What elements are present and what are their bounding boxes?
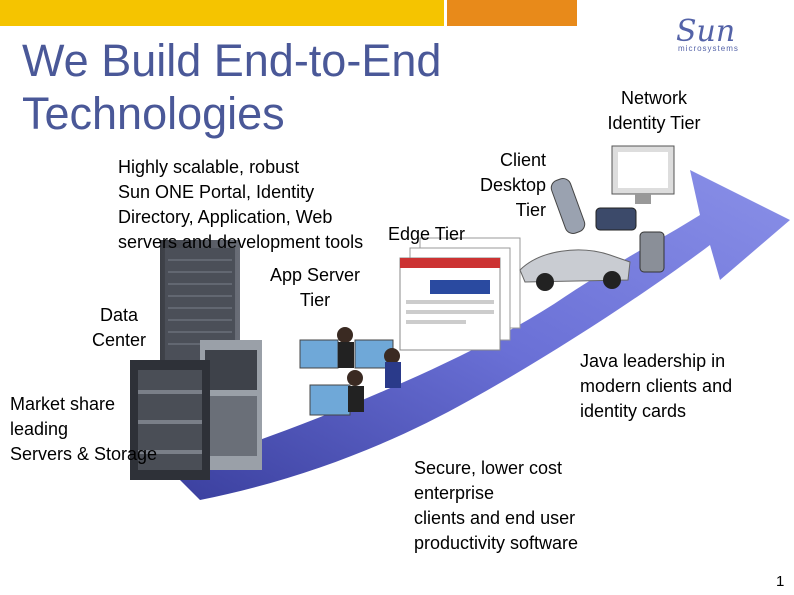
secure-enterprise-label: Secure, lower cost enterprise clients an… [414, 456, 614, 556]
java-leadership-label: Java leadership in modern clients and id… [580, 349, 770, 424]
data-line-1: Data [99, 305, 139, 325]
sun-logo: Sun [676, 14, 736, 49]
client-line-2: Desktop [479, 175, 546, 195]
market-line-3: Servers & Storage [10, 444, 158, 464]
network-line-1: Network [620, 88, 687, 108]
market-line-2: leading [10, 419, 69, 439]
tier-arrow [170, 170, 790, 500]
slide-title: We Build End-to-End Technologies [22, 34, 441, 140]
client-desktop-tier-label: Client Desktop Tier [458, 148, 546, 223]
app-server-tier-label: App Server Tier [258, 263, 372, 313]
handheld-icon [595, 207, 665, 273]
data-center-label: Data Center [86, 303, 152, 353]
web-pages-icon [399, 237, 521, 351]
data-line-2: Center [91, 330, 147, 350]
scalable-line-3: Directory, Application, Web [118, 207, 333, 227]
network-line-2: Identity Tier [607, 113, 701, 133]
scalable-line-2: Sun ONE Portal, Identity [118, 182, 315, 202]
secure-line-3: clients and end user [414, 508, 576, 528]
header-bar-yellow [0, 0, 444, 26]
car-icon [519, 249, 631, 291]
header-bar-orange [447, 0, 577, 26]
secure-line-4: productivity software [414, 533, 579, 553]
network-identity-tier-label: Network Identity Tier [596, 86, 712, 136]
phone-icon [550, 178, 586, 234]
client-line-1: Client [499, 150, 546, 170]
scalable-line-1: Highly scalable, robust [118, 157, 300, 177]
monitor-icon [611, 145, 675, 204]
app-line-2: Tier [299, 290, 331, 310]
market-line-1: Market share [10, 394, 116, 414]
title-line-1: We Build End-to-End [22, 35, 442, 86]
server-unit-icon [200, 340, 262, 470]
secure-line-1: Secure, lower cost [414, 458, 563, 478]
storage-array-icon [130, 360, 210, 480]
sun-logo-sub: microsystems [678, 44, 739, 53]
people-workstations-icon [299, 327, 401, 416]
java-line-1: Java leadership in [580, 351, 726, 371]
scalable-description: Highly scalable, robust Sun ONE Portal, … [118, 155, 398, 255]
app-line-1: App Server [269, 265, 361, 285]
secure-line-2: enterprise [414, 483, 495, 503]
java-line-2: modern clients and [580, 376, 733, 396]
title-line-2: Technologies [22, 88, 285, 139]
edge-tier-label: Edge Tier [388, 224, 466, 244]
page-number: 1 [776, 573, 785, 590]
scalable-line-4: servers and development tools [118, 232, 364, 252]
client-line-3: Tier [515, 200, 546, 220]
java-line-3: identity cards [580, 401, 687, 421]
market-share-label: Market share leading Servers & Storage [10, 392, 190, 467]
